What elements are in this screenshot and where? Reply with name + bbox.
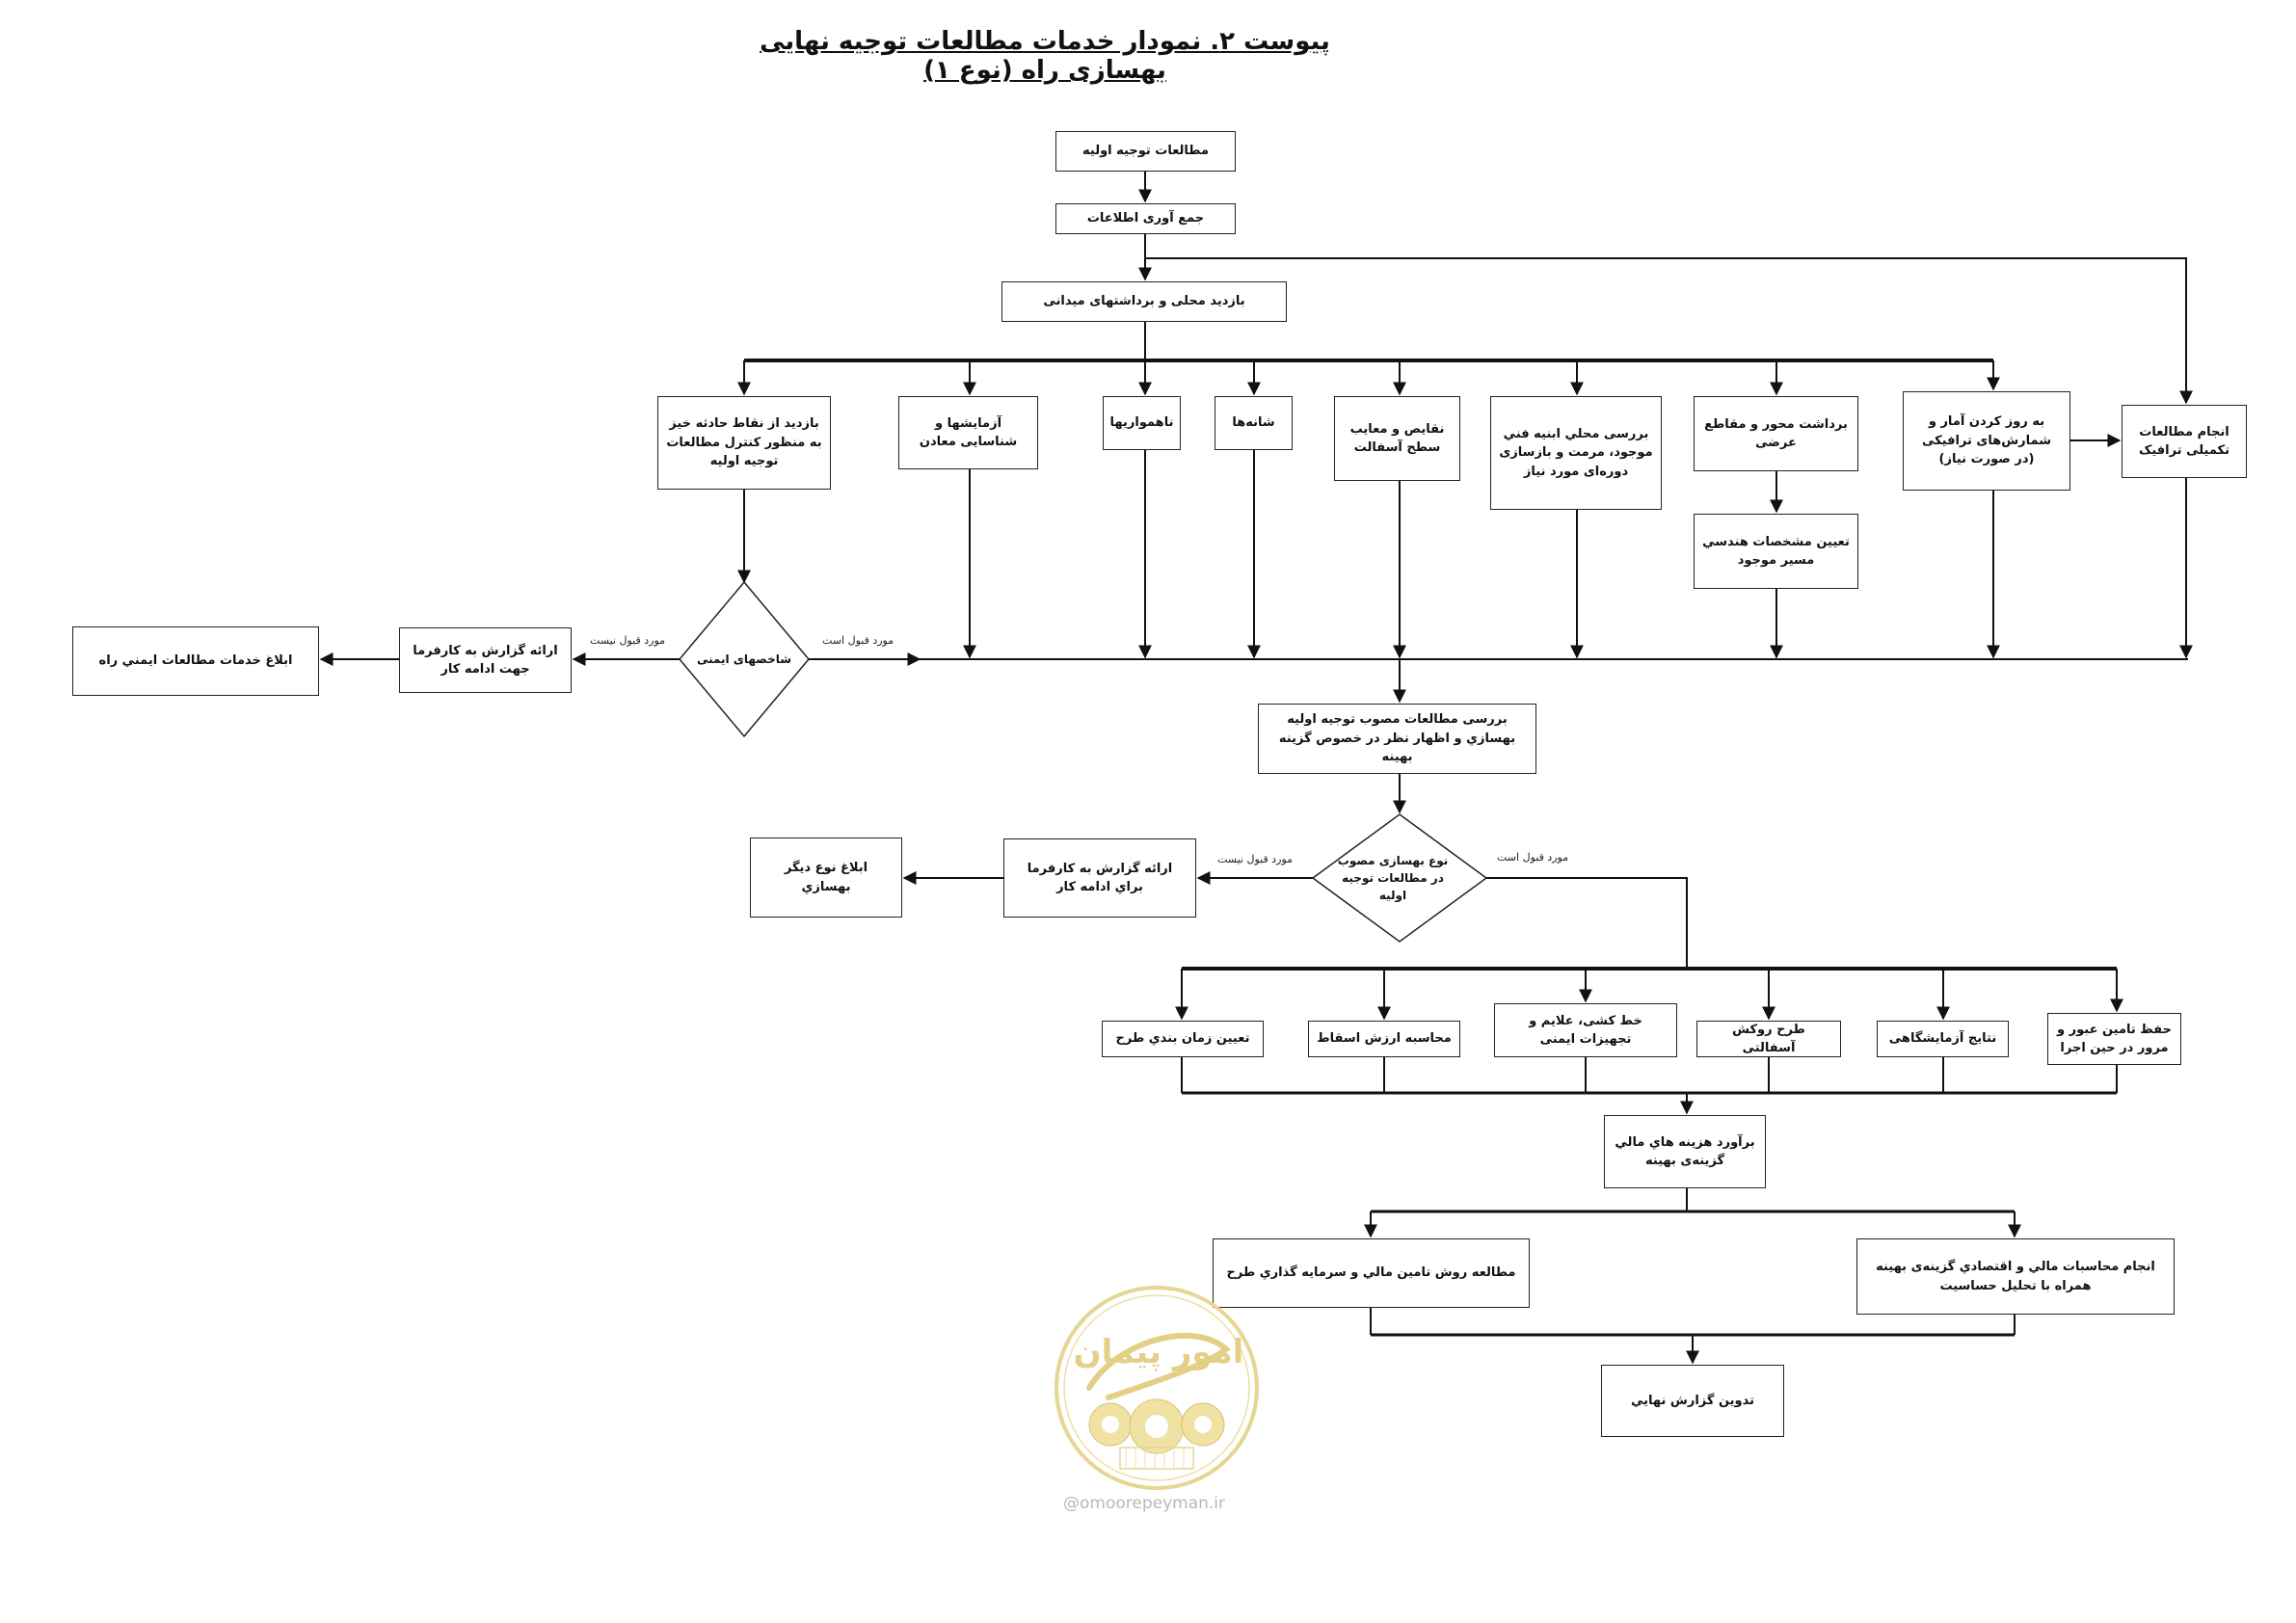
node-cost-estimate: برآورد هزینه هاي مالي گزینه‌ی بهینه <box>1604 1115 1766 1188</box>
node-notify-other-type: ابلاغ نوع دیگر بهسازي <box>750 838 902 918</box>
decision-improvement-type: نوع بهسازی مصوب در مطالعات توجیه اولیه <box>1337 854 1449 902</box>
label-safety-accepted: مورد قبول است <box>822 634 894 647</box>
node-traffic-update: به روز کردن آمار و شمارش‌های ترافیکی (در… <box>1903 391 2070 491</box>
node-notify-safety: ابلاغ خدمات مطالعات ایمني راه <box>72 626 319 696</box>
node-crash-points: بازدید از نقاط حادثه خیز به منظور کنترل … <box>657 396 831 490</box>
node-report-continue-1: ارائه گزارش به کارفرما جهت ادامه کار <box>399 627 572 693</box>
connector-3 <box>1145 257 2193 405</box>
page-title: پیوست ۲. نمودار خدمات مطالعات توجیه نهای… <box>760 27 1330 85</box>
decision-type-shape <box>1311 813 1488 943</box>
node-shoulders: شانه‌ها <box>1215 396 1293 450</box>
node-roughness: ناهمواریها <box>1103 396 1181 450</box>
node-financing-study: مطالعه روش تامین مالي و سرمایه گذاري طرح <box>1213 1238 1530 1308</box>
node-traffic-maintenance: حفظ تامین عبور و مرور در حین اجرا <box>2047 1013 2181 1065</box>
node-lab-results: نتایج آزمایشگاهی <box>1877 1021 2009 1057</box>
node-geometry: تعیین مشخصات هندسي مسیر موجود <box>1694 514 1858 589</box>
node-report-continue-2: ارائه گزارش به کارفرما براي ادامه کار <box>1003 838 1196 918</box>
watermark-url: @omoorepeyman.ir <box>1063 1494 1226 1513</box>
label-type-accepted: مورد قبول است <box>1497 851 1569 864</box>
label-safety-not-accepted: مورد قبول نیست <box>590 634 666 647</box>
node-final-report: تدوین گزارش نهایي <box>1601 1365 1784 1437</box>
node-structures-review: بررسی محلي ابنیه فني موجود، مرمت و بازسا… <box>1490 396 1662 510</box>
node-pavement-defects: نقایص و معایب سطح آسفالت <box>1334 396 1460 481</box>
node-overlay-design: طرح روکش آسفالتی <box>1696 1021 1841 1057</box>
node-tests-quarries: آزمایشها و شناسایی معادن <box>898 396 1038 469</box>
decision-safety-shape <box>679 580 810 738</box>
decision-safety-indicators: شاخصهای ایمنی <box>696 652 792 666</box>
label-type-not-accepted: مورد قبول نیست <box>1217 853 1294 865</box>
node-review-approved: بررسی مطالعات مصوب توجیه اولیه بهسازي و … <box>1258 704 1536 774</box>
node-axis-survey: برداشت محور و مقاطع عرضی <box>1694 396 1858 471</box>
node-traffic-complement: انجام مطالعات تکمیلی ترافیک <box>2122 405 2247 478</box>
node-data-collection: جمع آوری اطلاعات <box>1055 203 1236 234</box>
watermark-logo-text: امور پیمان <box>1074 1333 1244 1371</box>
node-economic-analysis: انجام محاسبات مالي و اقتصادي گزینه‌ی بهی… <box>1856 1238 2175 1315</box>
node-schedule: تعیین زمان بندي طرح <box>1102 1021 1264 1057</box>
node-marking-safety: خط کشی، علایم و تجهیزات ایمنی <box>1494 1003 1677 1057</box>
watermark-logo-icon: امور پیمان <box>1055 1286 1259 1490</box>
node-salvage-value: محاسبه ارزش اسقاط <box>1308 1021 1460 1057</box>
connector-33 <box>1486 877 1688 969</box>
node-site-visit: بازدید محلی و برداشتهای میدانی <box>1001 281 1287 322</box>
node-initial-studies: مطالعات توجیه اولیه <box>1055 131 1236 172</box>
